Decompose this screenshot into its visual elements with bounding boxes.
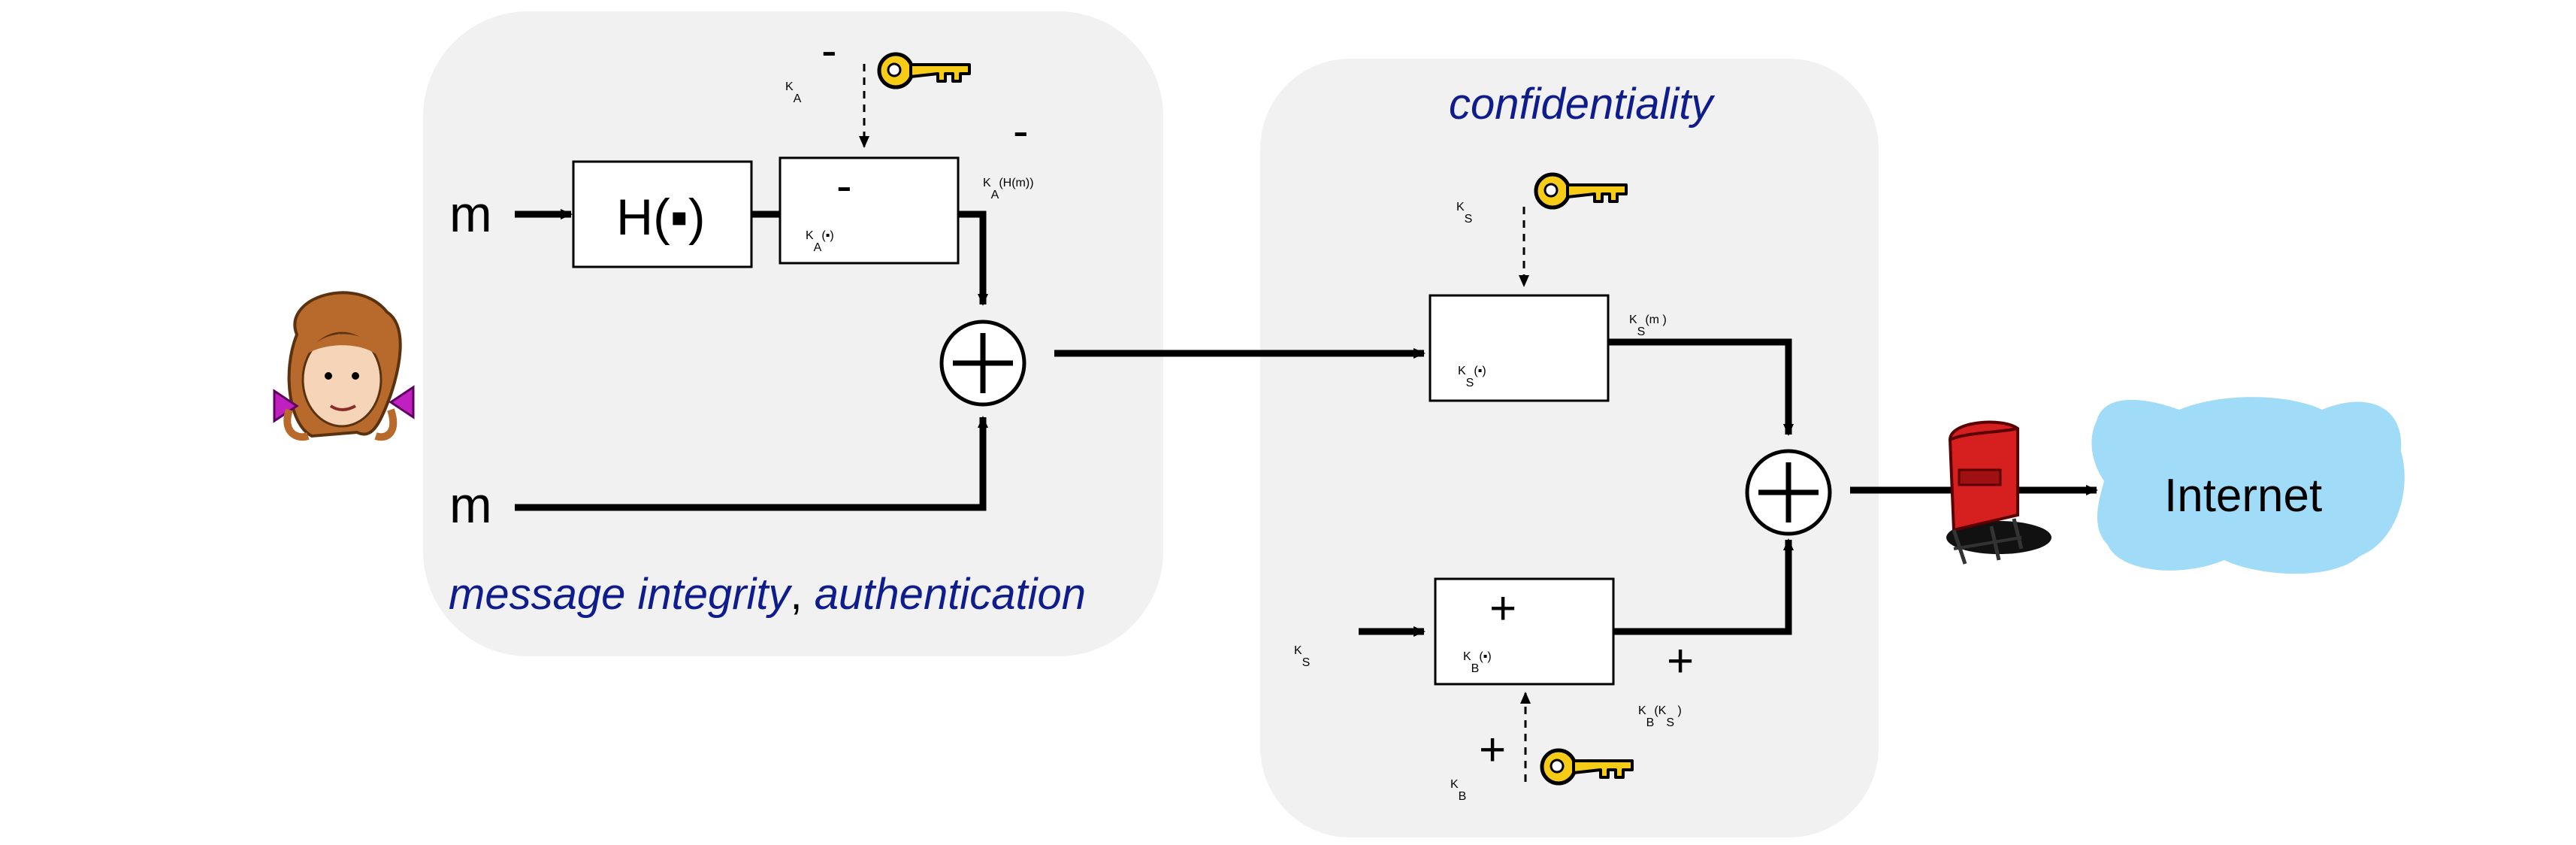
integrity-caption: message integrity, authentication — [449, 570, 1086, 619]
encrypt-box-label: KS(▪) — [1458, 365, 1486, 389]
mailbox-icon — [1946, 420, 2051, 565]
public-key-label: KB — [1450, 778, 1466, 803]
encrypted-key-label: KB(KS ) — [1638, 704, 1682, 729]
input-m-top: m — [449, 186, 492, 243]
private-key-sup: - — [821, 25, 837, 77]
pubkey-box-sup: + — [1489, 583, 1516, 635]
confidentiality-caption: confidentiality — [1449, 80, 1715, 129]
input-m-bottom: m — [449, 477, 492, 534]
sign-box — [779, 156, 960, 265]
private-key-label: KA — [785, 80, 802, 105]
ks-input-label: KS — [1294, 644, 1310, 669]
ciphertext-label: KS(m ) — [1629, 313, 1667, 338]
confidentiality-panel — [1260, 59, 1879, 837]
arrow-sign-to-combiner — [958, 210, 988, 306]
public-key-sup: + — [1479, 724, 1506, 776]
signed-hash-sup: - — [1013, 105, 1029, 157]
sign-box-sup: - — [836, 160, 852, 212]
hash-box — [572, 160, 753, 268]
pubkey-box — [1434, 577, 1615, 686]
internet-label: Internet — [2164, 470, 2322, 522]
hash-box-label: H(▪) — [616, 189, 706, 246]
arrow-encrypt-to-combiner — [1608, 338, 1794, 436]
pubkey-box-label: KB(▪) — [1463, 650, 1492, 675]
arrow-m-to-combiner — [515, 416, 988, 511]
sign-box-label: KA(▪) — [806, 229, 834, 254]
alice-girl-icon — [273, 291, 415, 441]
signed-hash-label: KA(H(m)) — [983, 177, 1034, 201]
encrypt-box — [1429, 294, 1610, 402]
arrow-pubkey-to-combiner — [1613, 538, 1794, 635]
encrypted-key-sup: + — [1667, 635, 1694, 687]
session-key-label: KS — [1456, 201, 1472, 226]
internet-cloud — [2091, 397, 2405, 574]
integrity-panel — [423, 11, 1163, 656]
